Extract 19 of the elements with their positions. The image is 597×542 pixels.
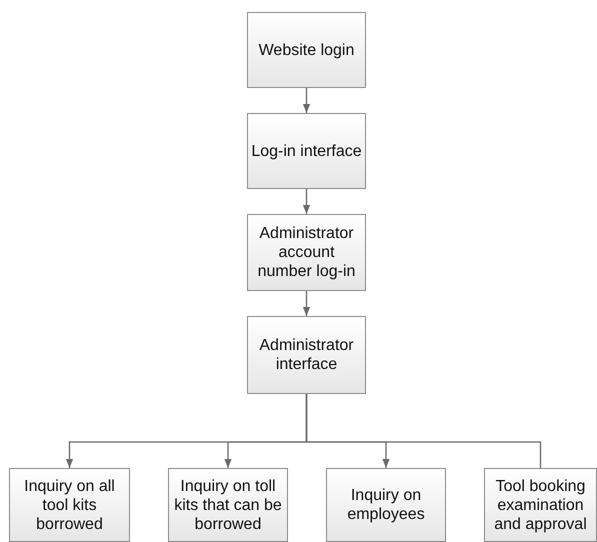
connector-arrow <box>302 88 310 113</box>
box-label: Tool booking examination and approval <box>493 476 588 534</box>
connector-arrow <box>302 291 310 316</box>
process-box <box>247 12 366 88</box>
process-box <box>247 214 366 291</box>
process-box <box>247 316 366 394</box>
box-label: Inquiry on toll kits that can be borrowed <box>173 476 283 534</box>
box-label: Inquiry on employees <box>346 486 426 524</box>
box-label: Inquiry on all tool kits borrowed <box>23 476 116 534</box>
process-box <box>247 113 366 189</box>
connector-arrow <box>302 189 310 214</box>
box-label: Website login <box>258 40 356 60</box>
process-box <box>484 468 597 542</box>
box-label: Administrator interface <box>258 336 355 374</box>
process-box <box>9 468 130 542</box>
box-label: Log-in interface <box>250 142 363 160</box>
box-label: Administrator account number log-in <box>256 224 356 281</box>
process-box <box>168 468 288 542</box>
process-box <box>326 468 446 542</box>
